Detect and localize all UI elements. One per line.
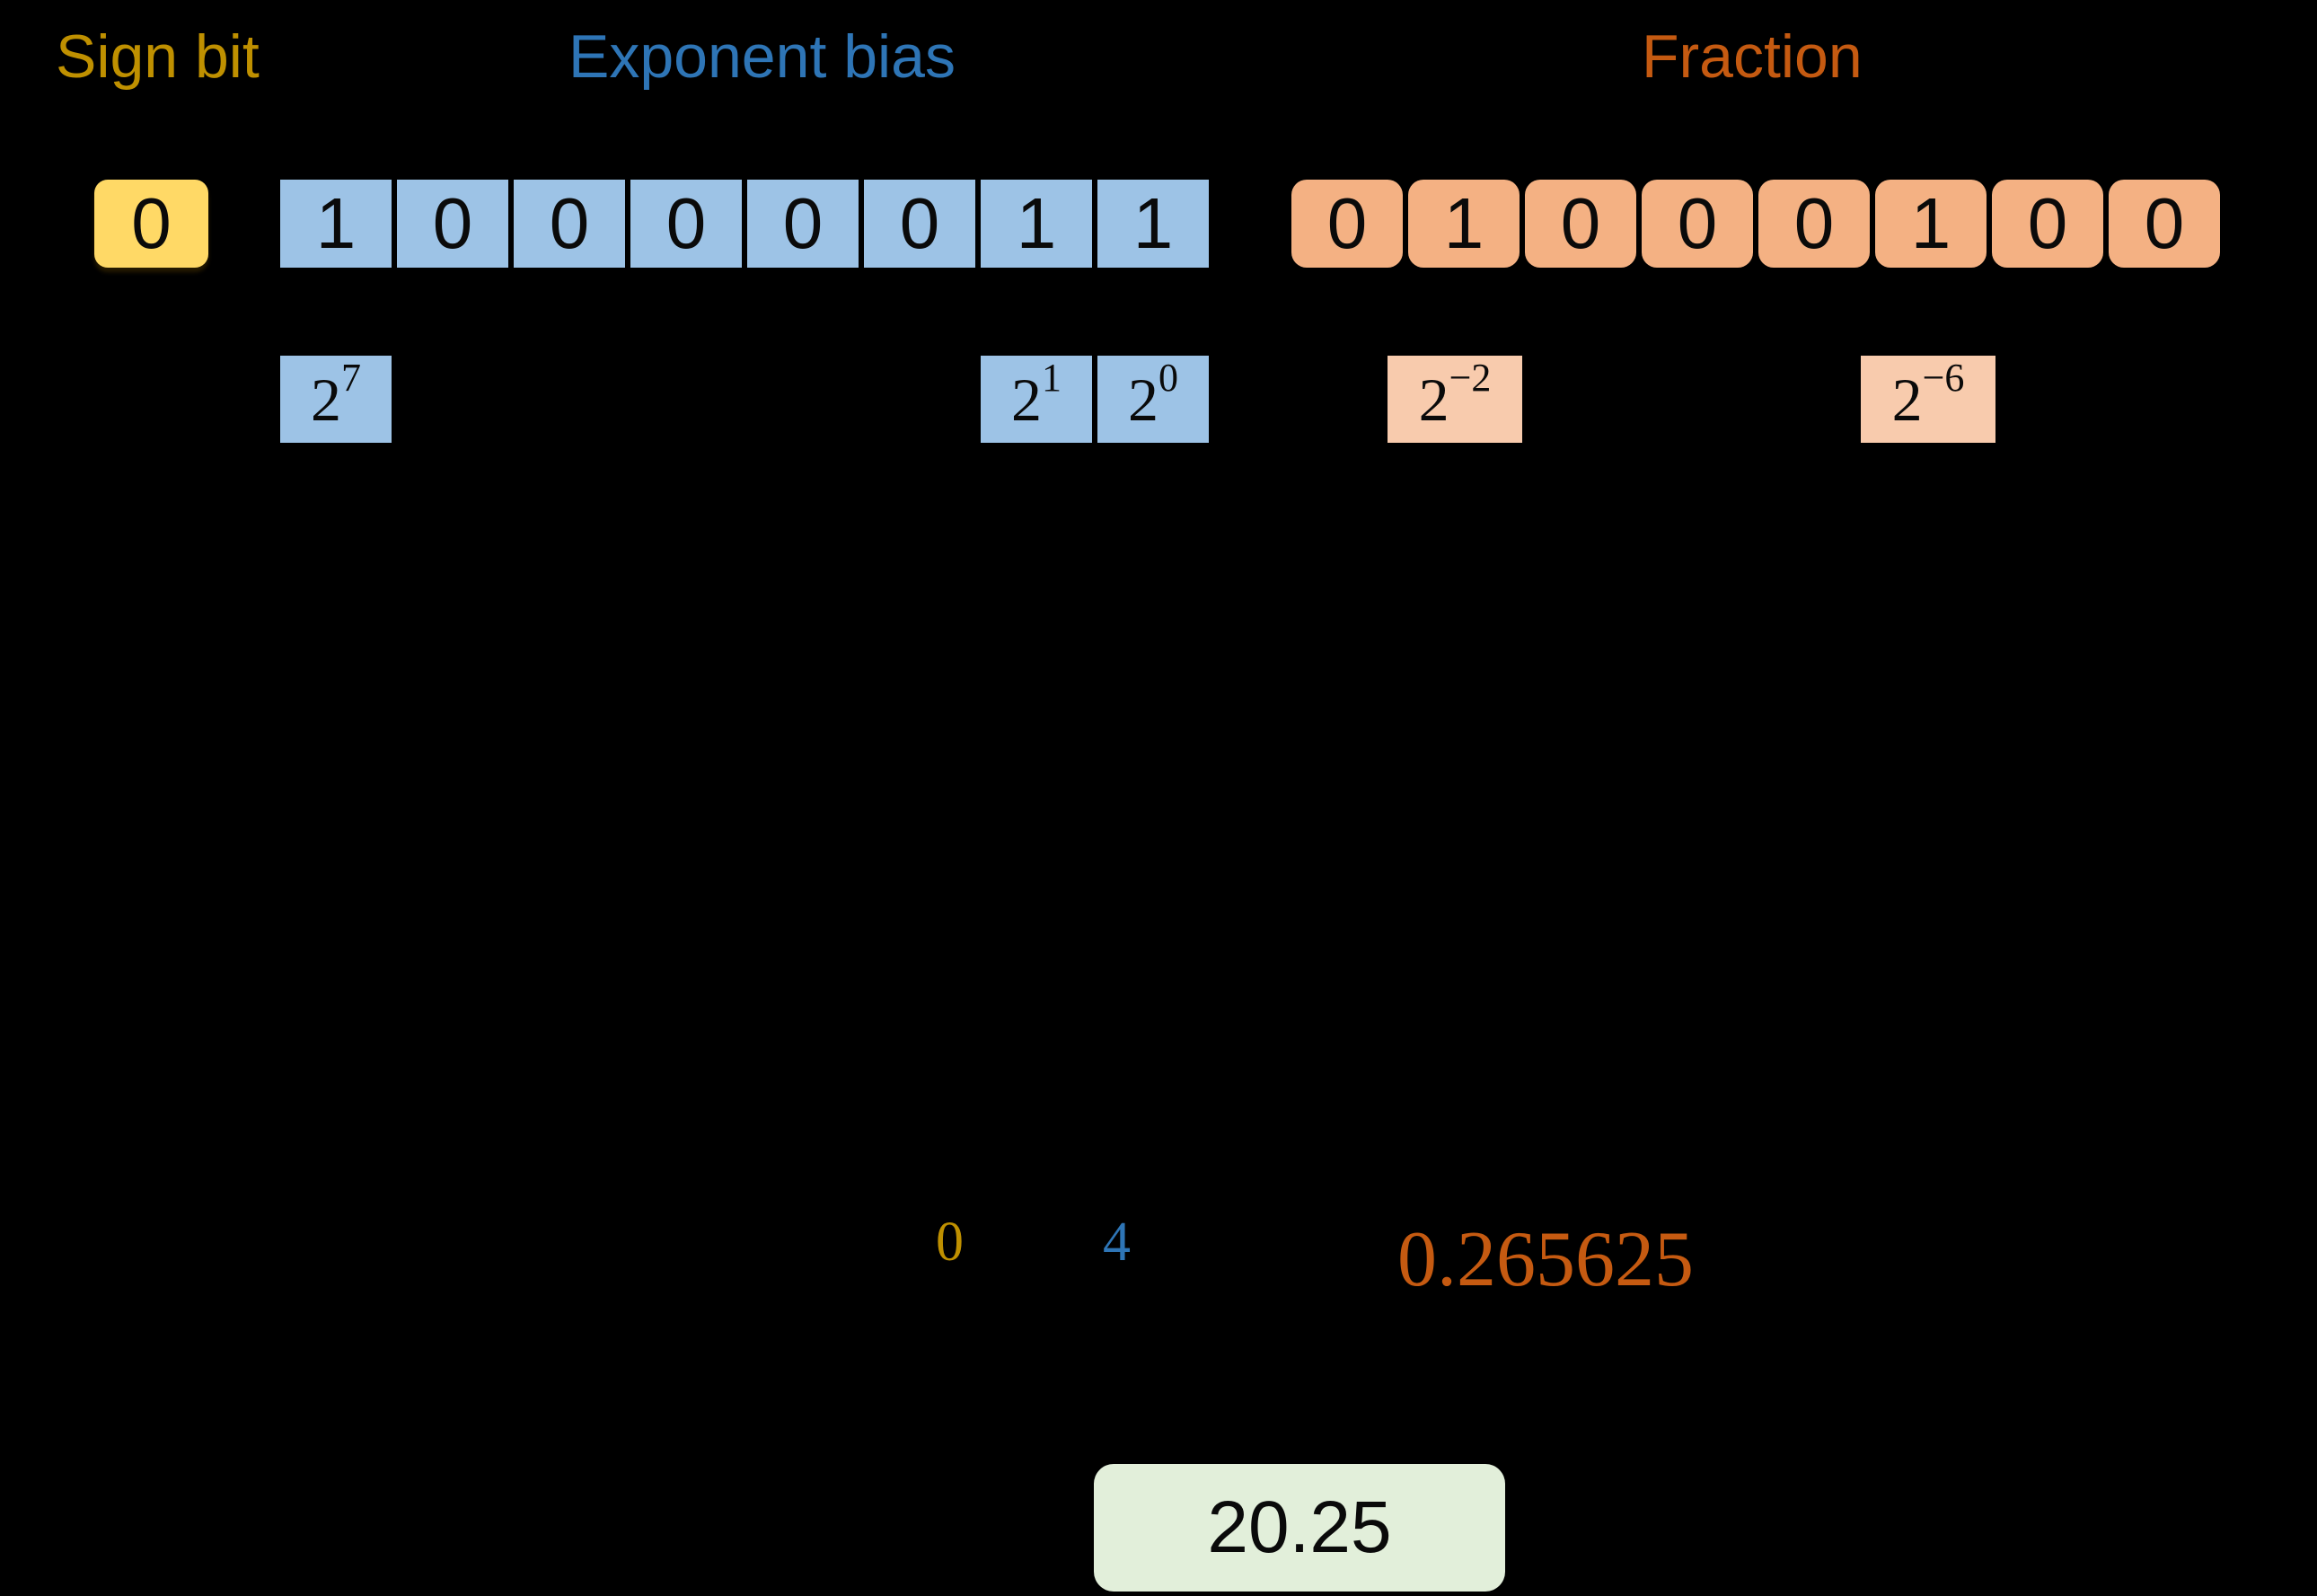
exponent-bit-cell: 1 [280, 180, 392, 268]
power-exponent: 7 [341, 355, 361, 400]
power-exponent: −6 [1922, 355, 1965, 400]
result-value: 20.25 [1207, 1486, 1392, 1568]
fraction-bit-cell: 0 [2109, 180, 2220, 268]
power-base: 2 [1011, 365, 1042, 434]
fraction-bit-cell: 1 [1408, 180, 1520, 268]
fraction-bit-cell: 0 [1525, 180, 1636, 268]
power-exponent: 1 [1042, 355, 1062, 400]
exponent-bias-label: Exponent bias [568, 22, 956, 91]
fraction-bit-cell: 0 [1758, 180, 1870, 268]
power-exponent: 0 [1158, 355, 1178, 400]
exponent-bit-cell: 1 [1097, 180, 1209, 268]
fraction-label: Fraction [1642, 22, 1863, 91]
sign-bit-cell: 0 [94, 180, 208, 268]
fraction-bit-cell: 0 [1992, 180, 2103, 268]
fraction-value: 0.265625 [1397, 1216, 1694, 1303]
power-base: 2 [311, 365, 341, 434]
fraction-bit-cell: 0 [1291, 180, 1403, 268]
power-base: 2 [1418, 365, 1449, 434]
exponent-value: 4 [1103, 1212, 1131, 1273]
power-base: 2 [1891, 365, 1923, 434]
sign-bit-label: Sign bit [56, 22, 260, 91]
exponent-bit-cell: 0 [630, 180, 742, 268]
result-box: 20.25 [1094, 1464, 1505, 1592]
power-base: 2 [1128, 365, 1158, 434]
exponent-bit-cell: 1 [981, 180, 1092, 268]
fraction-bit-cell: 0 [1642, 180, 1753, 268]
exponent-bit-cell: 0 [514, 180, 625, 268]
sign-value: 0 [936, 1212, 964, 1273]
fraction-bit-cell: 1 [1875, 180, 1987, 268]
power-box-frac-neg2: 2−2 [1388, 356, 1522, 443]
power-box-frac-neg6: 2−6 [1861, 356, 1995, 443]
exponent-bit-cell: 0 [864, 180, 975, 268]
power-exponent: −2 [1449, 355, 1492, 400]
exponent-bit-cell: 0 [397, 180, 508, 268]
exponent-bit-cell: 0 [747, 180, 859, 268]
